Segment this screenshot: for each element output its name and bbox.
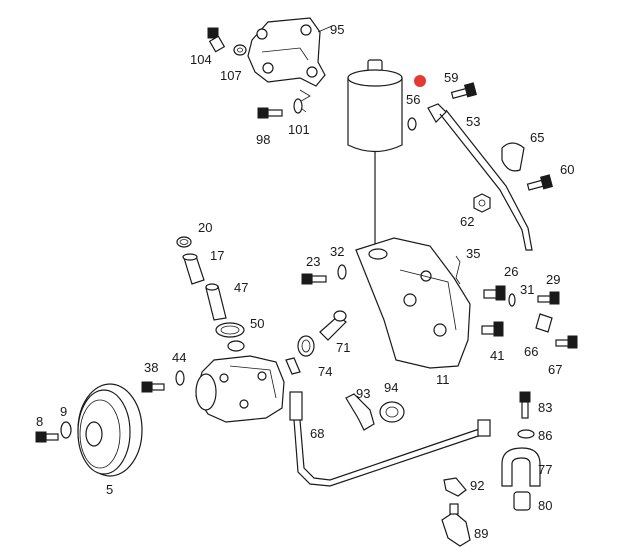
nut-62 bbox=[473, 193, 491, 213]
line-53 bbox=[427, 103, 533, 251]
label-23: 23 bbox=[306, 254, 320, 269]
label-74: 74 bbox=[318, 364, 332, 379]
label-65: 65 bbox=[530, 130, 544, 145]
label-89: 89 bbox=[474, 526, 488, 541]
label-41: 41 bbox=[490, 348, 504, 363]
grommet-80 bbox=[513, 491, 531, 511]
washer-32 bbox=[337, 264, 347, 280]
washer-107 bbox=[233, 44, 247, 56]
label-17: 17 bbox=[210, 248, 224, 263]
washer-101 bbox=[293, 98, 303, 114]
label-86: 86 bbox=[538, 428, 552, 443]
label-29: 29 bbox=[546, 272, 560, 287]
washer-56 bbox=[407, 117, 417, 131]
bolt-104 bbox=[207, 27, 226, 53]
label-35: 35 bbox=[466, 246, 480, 261]
label-56: 56 bbox=[406, 92, 420, 107]
ring-74 bbox=[297, 335, 315, 357]
label-71: 71 bbox=[336, 340, 350, 355]
label-11: 11 bbox=[436, 372, 450, 387]
pump-housing bbox=[195, 340, 285, 423]
clamp-50 bbox=[215, 322, 245, 338]
hose-fitting-17 bbox=[182, 253, 205, 285]
label-93: 93 bbox=[356, 386, 370, 401]
label-8: 8 bbox=[36, 414, 43, 429]
washer-31 bbox=[508, 293, 516, 307]
washer-9 bbox=[60, 421, 72, 439]
label-95: 95 bbox=[330, 22, 344, 37]
pulley-5 bbox=[77, 383, 143, 477]
washer-44 bbox=[175, 370, 185, 386]
label-98: 98 bbox=[256, 132, 270, 147]
bracket-11 bbox=[355, 237, 471, 369]
label-32: 32 bbox=[330, 244, 344, 259]
label-104: 104 bbox=[190, 52, 212, 67]
label-77: 77 bbox=[538, 462, 552, 477]
label-20: 20 bbox=[198, 220, 212, 235]
clamp-77 bbox=[501, 447, 541, 487]
label-47: 47 bbox=[234, 280, 248, 295]
stud-41 bbox=[481, 321, 504, 337]
label-107: 107 bbox=[220, 68, 242, 83]
label-92: 92 bbox=[470, 478, 484, 493]
label-53: 53 bbox=[466, 114, 480, 129]
label-38: 38 bbox=[144, 360, 158, 375]
washer-86 bbox=[517, 429, 535, 439]
bolt-38 bbox=[141, 381, 165, 393]
bolt-23 bbox=[301, 273, 327, 285]
label-94: 94 bbox=[384, 380, 398, 395]
label-66: 66 bbox=[524, 344, 538, 359]
bolt-29 bbox=[537, 291, 560, 305]
label-44: 44 bbox=[172, 350, 186, 365]
label-83: 83 bbox=[538, 400, 552, 415]
bolt-67 bbox=[555, 335, 578, 349]
label-5: 5 bbox=[106, 482, 113, 497]
bolt-98 bbox=[257, 107, 283, 119]
fitting-71 bbox=[319, 310, 347, 341]
callout-labels: 104 107 95 98 101 59 56 53 65 60 62 20 1… bbox=[36, 22, 574, 541]
clip-66 bbox=[535, 313, 553, 333]
label-68: 68 bbox=[310, 426, 324, 441]
clip-93 bbox=[345, 393, 375, 431]
bolt-8 bbox=[35, 431, 59, 443]
label-26: 26 bbox=[504, 264, 518, 279]
clip-89 bbox=[441, 503, 471, 547]
ring-20 bbox=[176, 236, 192, 248]
bolt-83 bbox=[519, 391, 531, 419]
bolt-60 bbox=[526, 174, 553, 191]
label-31: 31 bbox=[520, 282, 534, 297]
label-62: 62 bbox=[460, 214, 474, 229]
clamp-65 bbox=[501, 142, 525, 172]
bracket-95 bbox=[247, 17, 333, 113]
label-59: 59 bbox=[444, 70, 458, 85]
clip-92 bbox=[443, 477, 467, 497]
label-9: 9 bbox=[60, 404, 67, 419]
label-60: 60 bbox=[560, 162, 574, 177]
label-101: 101 bbox=[288, 122, 310, 137]
reservoir-filter bbox=[347, 59, 403, 245]
pressure-line-68 bbox=[285, 357, 491, 487]
label-80: 80 bbox=[538, 498, 552, 513]
bolt-26 bbox=[483, 285, 506, 301]
bolt-59 bbox=[450, 82, 477, 99]
label-50: 50 bbox=[250, 316, 264, 331]
marker-dot bbox=[414, 75, 426, 87]
grommet-94 bbox=[379, 401, 405, 423]
label-67: 67 bbox=[548, 362, 562, 377]
hose-47 bbox=[205, 283, 227, 321]
